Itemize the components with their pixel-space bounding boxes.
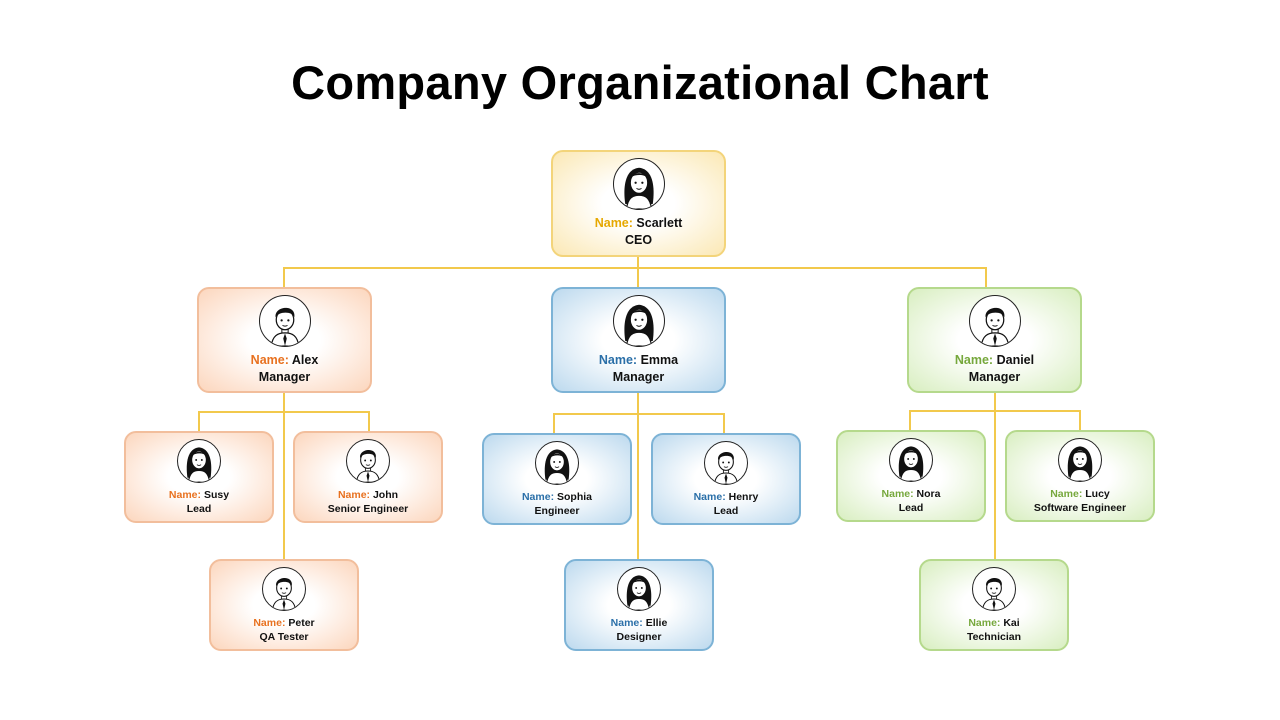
person-name: Daniel	[996, 352, 1035, 367]
woman-long-hair-icon	[177, 438, 221, 483]
org-node-alex[interactable]: Name: Alex Manager	[197, 287, 372, 393]
woman-long-hair-icon	[889, 437, 933, 482]
name-label: Name:	[693, 490, 726, 503]
man-icon	[972, 566, 1016, 611]
org-node-peter[interactable]: Name: Peter QA Tester	[209, 559, 359, 651]
person-role: Manager	[258, 369, 311, 384]
name-label: Name:	[1050, 487, 1083, 500]
org-node-daniel[interactable]: Name: Daniel Manager	[907, 287, 1082, 393]
woman-long-hair-icon	[612, 158, 665, 210]
person-name: Susy	[203, 488, 230, 501]
woman-long-hair-icon	[535, 440, 579, 485]
woman-ponytail-icon	[612, 294, 665, 347]
person-name: Alex	[291, 352, 319, 367]
person-role: Engineer	[534, 504, 580, 517]
man-icon	[704, 440, 748, 485]
man-icon	[968, 294, 1021, 347]
name-label: Name:	[881, 487, 914, 500]
org-node-emma[interactable]: Name: Emma Manager	[551, 287, 726, 393]
org-node-henry[interactable]: Name: Henry Lead	[651, 433, 801, 525]
name-label: Name:	[521, 490, 555, 503]
org-node-kai[interactable]: Name: Kai Technician	[919, 559, 1069, 651]
person-role: Lead	[898, 501, 924, 514]
man-icon	[258, 294, 311, 347]
org-node-ellie[interactable]: Name: Ellie Designer	[564, 559, 714, 651]
org-node-john[interactable]: Name: John Senior Engineer	[293, 431, 443, 523]
person-name: Ellie	[645, 616, 668, 629]
man-icon	[346, 438, 390, 483]
person-name: John	[372, 488, 399, 501]
man-icon	[262, 566, 306, 611]
person-role: Lead	[713, 504, 739, 517]
person-role: Lead	[186, 502, 212, 515]
org-node-scarlett[interactable]: Name: Scarlett CEO	[551, 150, 726, 257]
page-title: Company Organizational Chart	[291, 56, 989, 109]
person-name: Emma	[640, 352, 679, 367]
name-label: Name:	[610, 616, 643, 629]
name-label: Name:	[954, 352, 994, 367]
name-label: Name:	[250, 352, 289, 367]
person-role: QA Tester	[259, 630, 309, 643]
person-name: Henry	[728, 490, 759, 503]
person-role: Manager	[612, 369, 665, 384]
person-role: CEO	[624, 233, 653, 247]
person-role: Software Engineer	[1033, 501, 1127, 514]
person-name: Scarlett	[636, 216, 683, 230]
org-node-lucy[interactable]: Name: Lucy Software Engineer	[1005, 430, 1155, 522]
org-node-susy[interactable]: Name: Susy Lead	[124, 431, 274, 523]
person-role: Technician	[966, 630, 1022, 643]
person-name: Lucy	[1085, 487, 1110, 500]
org-node-nora[interactable]: Name: Nora Lead	[836, 430, 986, 522]
person-name: Kai	[1003, 616, 1020, 629]
org-node-sophia[interactable]: Name: Sophia Engineer	[482, 433, 632, 525]
person-name: Sophia	[557, 490, 593, 503]
woman-long-hair-icon	[617, 566, 661, 611]
person-role: Senior Engineer	[327, 502, 409, 515]
person-name: Nora	[916, 487, 941, 500]
name-label: Name:	[594, 216, 633, 230]
name-label: Name:	[598, 352, 638, 367]
person-role: Manager	[968, 369, 1021, 384]
name-label: Name:	[337, 488, 371, 501]
name-label: Name:	[253, 616, 286, 629]
person-name: Peter	[288, 616, 315, 629]
name-label: Name:	[968, 616, 1001, 629]
woman-long-hair-icon	[1058, 437, 1102, 482]
connector-ceo-bar	[283, 267, 987, 287]
name-label: Name:	[168, 488, 202, 501]
person-role: Designer	[616, 630, 662, 643]
